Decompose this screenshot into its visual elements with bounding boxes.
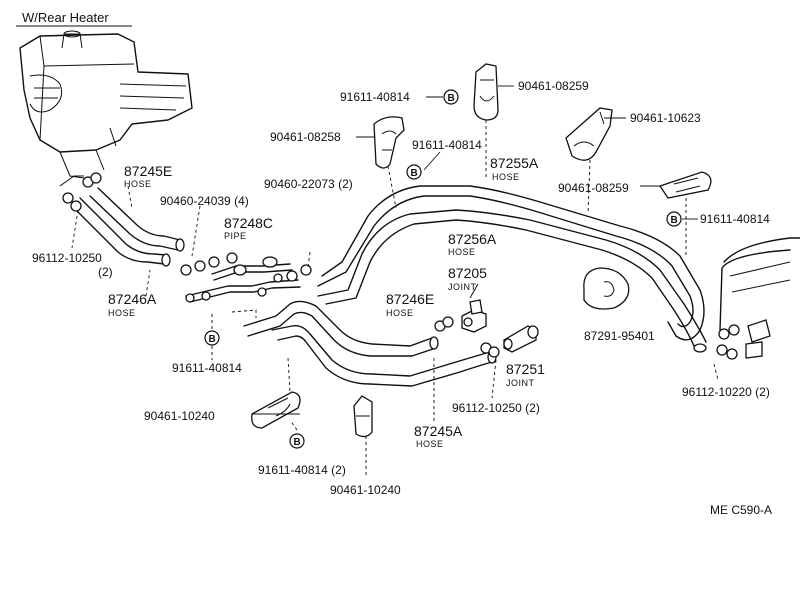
bracket-90461-10240-bottom xyxy=(353,395,373,438)
label-96112-10250-b: 96112-10250 (2) xyxy=(452,401,540,415)
diagram-title: W/Rear Heater xyxy=(22,10,109,25)
joint-87251 xyxy=(503,325,539,353)
svg-text:B: B xyxy=(448,93,455,104)
label-87255A: 87255A xyxy=(490,155,539,171)
label-87255A-type: HOSE xyxy=(492,172,520,182)
clamp-96112-10220 xyxy=(716,319,771,360)
label-96112-10220: 96112-10220 (2) xyxy=(682,385,770,399)
label-87256A: 87256A xyxy=(448,231,497,247)
label-87248C: 87248C xyxy=(224,215,273,231)
label-87245A: 87245A xyxy=(414,423,463,439)
clamp-96112-10250-joint xyxy=(434,316,500,358)
bolt-symbol-5: B xyxy=(289,433,305,449)
hose-87246E xyxy=(243,300,439,357)
clamp-96112-10250-left xyxy=(59,172,102,212)
label-87256A-type: HOSE xyxy=(448,247,476,257)
rear-heater-unit xyxy=(19,30,193,179)
label-90461-08259-a: 90461-08259 xyxy=(518,79,589,93)
bracket-90461-08258 xyxy=(373,116,405,169)
label-87246E-type: HOSE xyxy=(386,308,414,318)
label-90461-10240-a: 90461-10240 xyxy=(144,409,215,423)
label-90460-22073: 90460-22073 (2) xyxy=(264,177,353,191)
label-90460-24039: 90460-24039 (4) xyxy=(160,194,249,208)
label-90461-08259-b: 90461-08259 xyxy=(558,181,629,195)
leader-lines xyxy=(71,85,719,478)
label-87246A: 87246A xyxy=(108,291,157,307)
label-91611-40814-a: 91611-40814 xyxy=(340,90,410,104)
label-87246E: 87246E xyxy=(386,291,434,307)
hose-87246A xyxy=(71,197,171,267)
clamp-90460-22073 xyxy=(286,264,312,282)
bracket-90461-08259-right xyxy=(658,171,712,199)
bracket-90461-10623 xyxy=(565,107,613,161)
label-87251-type: JOINT xyxy=(506,378,535,388)
bolt-symbol-1: B xyxy=(443,89,459,105)
bolt-symbol-4: B xyxy=(204,330,220,346)
svg-text:B: B xyxy=(411,168,418,179)
label-87245E-type: HOSE xyxy=(124,179,152,189)
label-91611-40814-c: 91611-40814 xyxy=(700,212,770,226)
svg-text:B: B xyxy=(209,334,216,345)
diagram-code: ME C590-A xyxy=(710,503,772,517)
joint-87205 xyxy=(461,283,487,333)
pipe-87248C xyxy=(185,256,301,303)
svg-text:B: B xyxy=(671,215,678,226)
label-91611-40814-b: 91611-40814 xyxy=(412,138,482,152)
label-90461-10623: 90461-10623 xyxy=(630,111,701,125)
bolt-symbol-3: B xyxy=(666,211,682,227)
label-90461-08258: 90461-08258 xyxy=(270,130,341,144)
label-87245A-type: HOSE xyxy=(416,439,444,449)
label-96112-10250-a-qty: (2) xyxy=(98,265,113,279)
hose-87256A xyxy=(317,209,707,353)
label-87251: 87251 xyxy=(506,361,545,377)
clamp-90460-24039 xyxy=(180,252,238,276)
hose-87255A xyxy=(317,185,705,341)
label-87205: 87205 xyxy=(448,265,487,281)
label-87248C-type: PIPE xyxy=(224,231,247,241)
rear-body-panel xyxy=(719,237,800,331)
grommet-87291-95401 xyxy=(583,267,630,310)
bracket-90461-08259-top xyxy=(473,63,499,121)
label-87205-type: JOINT xyxy=(448,282,477,292)
hose-87245E xyxy=(89,187,185,252)
label-91611-40814-d: 91611-40814 xyxy=(172,361,242,375)
label-91611-40814-e: 91611-40814 (2) xyxy=(258,463,346,477)
label-87291-95401: 87291-95401 xyxy=(584,329,655,343)
bolt-symbol-2: B xyxy=(406,164,422,180)
label-87245E: 87245E xyxy=(124,163,172,179)
bracket-90461-10240-left xyxy=(251,391,301,429)
label-90461-10240-b: 90461-10240 xyxy=(330,483,401,497)
label-87246A-type: HOSE xyxy=(108,308,136,318)
svg-text:B: B xyxy=(294,437,301,448)
label-96112-10250-a: 96112-10250 xyxy=(32,251,102,265)
